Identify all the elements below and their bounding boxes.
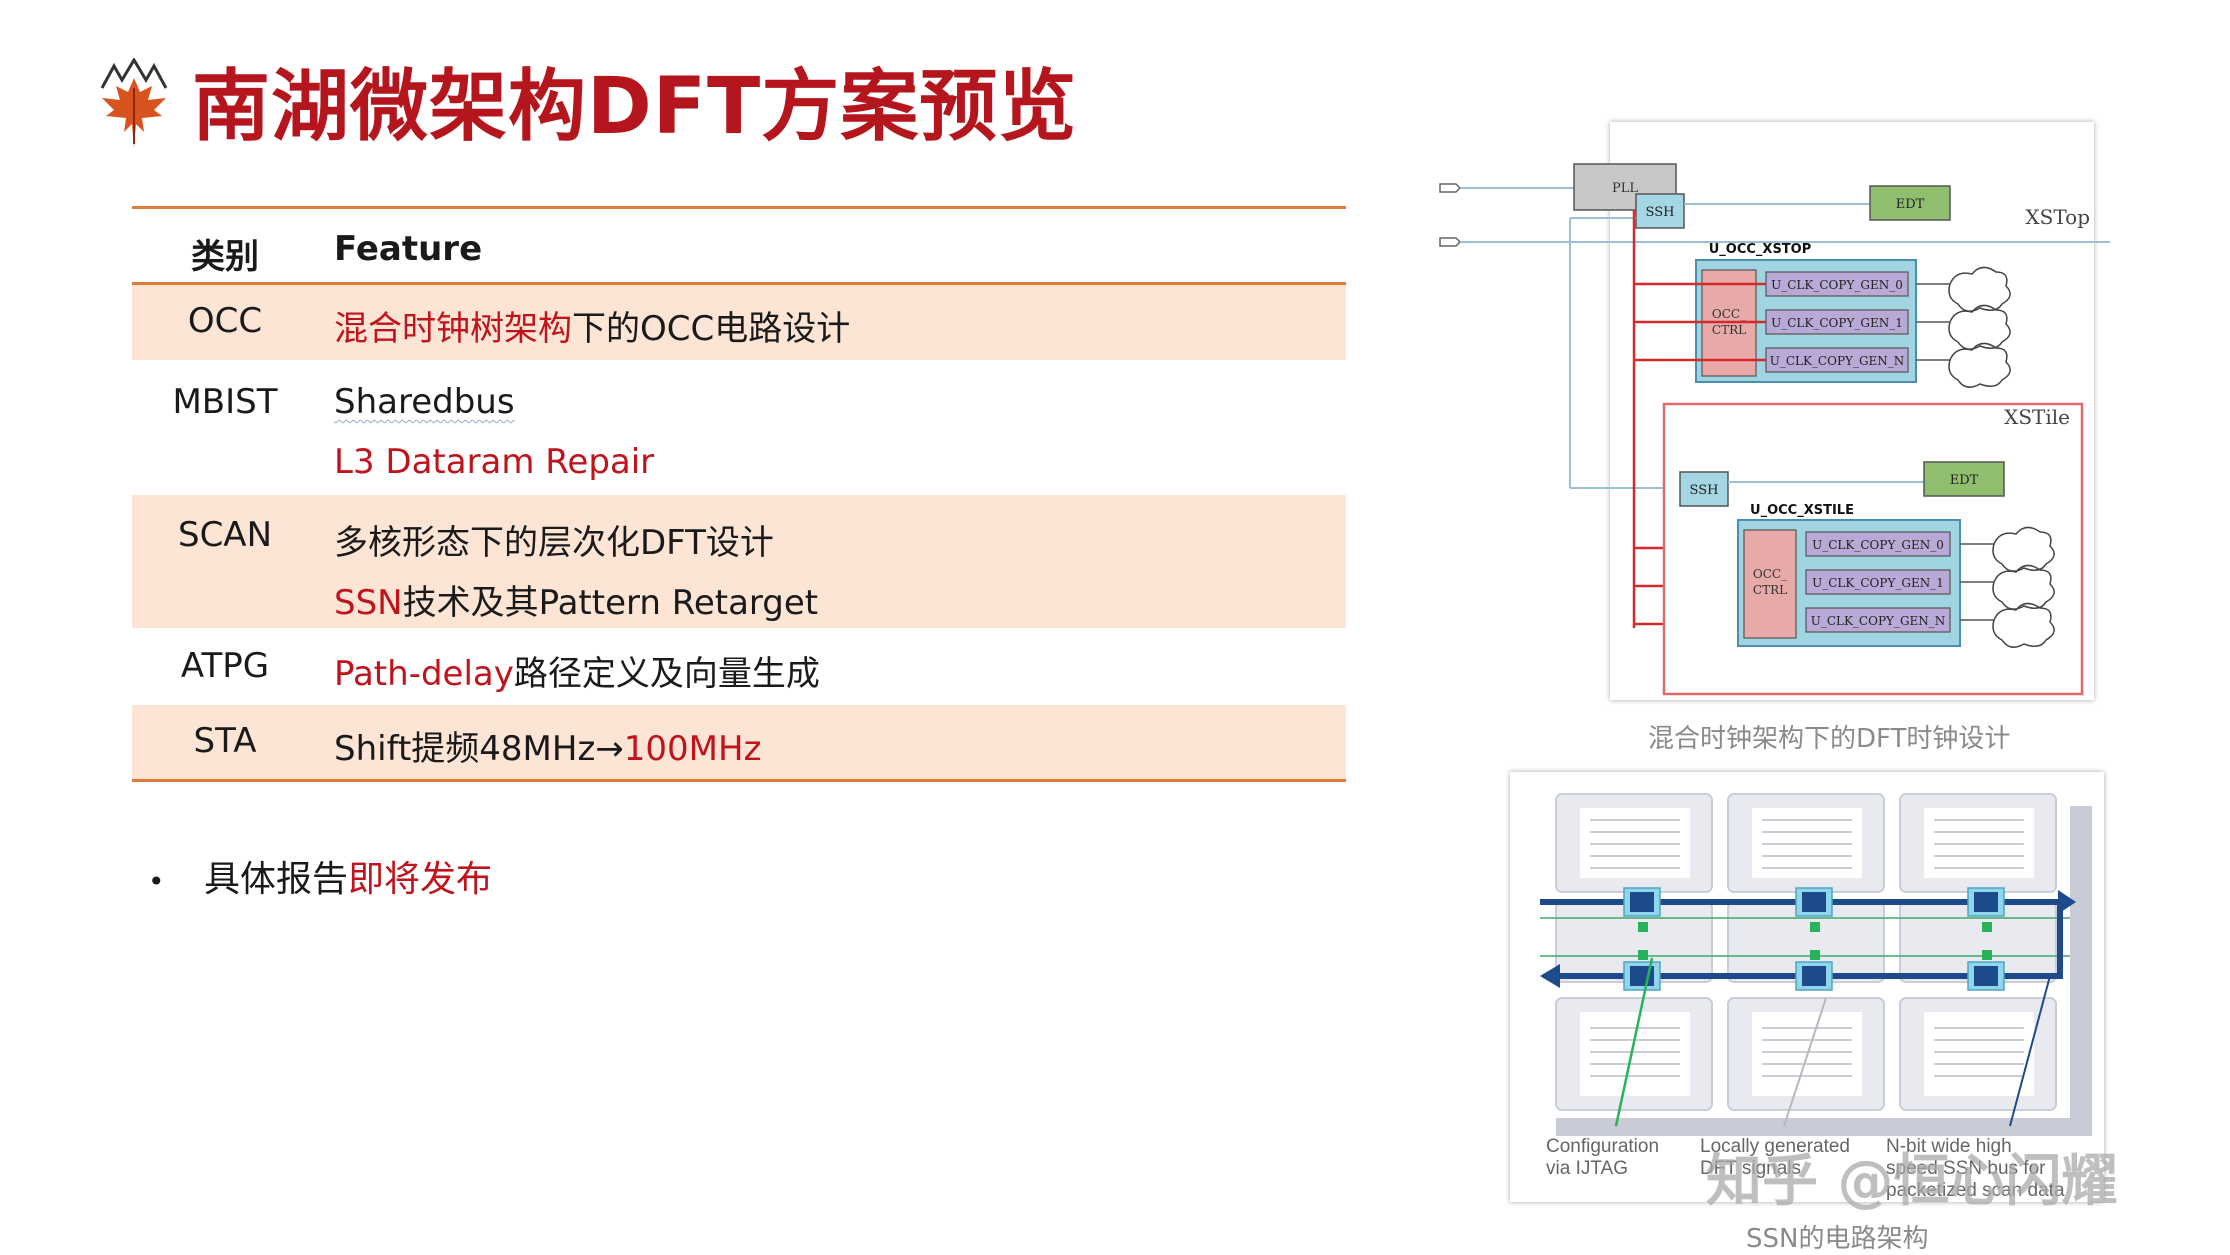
maple-leaf-logo-icon	[100, 58, 168, 148]
xstop-label: XSTop	[2025, 205, 2090, 229]
header-feature: Feature	[334, 229, 483, 269]
nbit-label: speed SSN bus for	[1886, 1158, 2046, 1179]
occ-xstile-label: U_OCC_XSTILE	[1750, 503, 1854, 518]
feature-seg: SSN	[334, 583, 403, 623]
bullet-item: • 具体报告即将发布	[148, 850, 492, 902]
feature-table: 类别 Feature OCC 混合时钟树架构下的OCC电路设计 MBIST Sh…	[132, 206, 1346, 782]
ssh-label-tile: SSH	[1690, 483, 1719, 498]
ssh-label-top: SSH	[1646, 205, 1675, 220]
gen-label: U_CLK_COPY_GEN_1	[1812, 576, 1944, 590]
occ-ctrl-label: OCC_	[1753, 567, 1787, 581]
gen-label: U_CLK_COPY_GEN_N	[1770, 354, 1905, 368]
row-category: MBIST	[172, 382, 278, 422]
row-feature: 多核形态下的层次化DFT设计	[334, 523, 774, 563]
gen-label: U_CLK_COPY_GEN_N	[1811, 614, 1946, 628]
table-top-rule	[132, 206, 1346, 209]
page-title: 南湖微架构DFT方案预览	[192, 62, 1078, 152]
header-category: 类别	[191, 237, 259, 277]
table-row: SCAN 多核形态下的层次化DFT设计 SSN技术及其Pattern Retar…	[132, 495, 1346, 628]
table-header-rule	[132, 282, 1346, 285]
row-category: ATPG	[180, 646, 270, 686]
config-label: via IJTAG	[1546, 1158, 1628, 1179]
gen-label: U_CLK_COPY_GEN_1	[1771, 316, 1903, 330]
feature-seg: 100MHz	[623, 729, 762, 769]
table-row: OCC 混合时钟树架构下的OCC电路设计	[132, 285, 1346, 360]
row-feature: Path-delay路径定义及向量生成	[334, 646, 820, 695]
nbit-label: N-bit wide high	[1886, 1136, 2012, 1157]
watermark: 知乎 @恒心闪耀	[1706, 1149, 2118, 1214]
table-row: STA Shift提频48MHz→100MHz	[132, 705, 1346, 779]
feature-seg: Shift提频48MHz→	[334, 729, 624, 769]
feature-seg: 技术及其Pattern Retarget	[402, 583, 819, 623]
occ-ctrl-label: CTRL	[1712, 323, 1746, 337]
row-category: OCC	[187, 301, 263, 341]
table-header-row: 类别 Feature	[132, 209, 1346, 282]
occ-ctrl-label: CTRL	[1753, 583, 1787, 597]
table-row: ATPG Path-delay路径定义及向量生成	[132, 628, 1346, 705]
clock-architecture-diagram: PLL XSTop SSH EDT U_OCC_XSTOP OCC_ CTRL …	[1439, 163, 2110, 696]
row-feature: L3 Dataram Repair	[334, 442, 655, 482]
figure2-caption: SSN的电路架构	[1746, 1224, 1929, 1254]
feature-seg: 下的OCC电路设计	[572, 309, 851, 349]
occ-ctrl-label: OCC_	[1712, 307, 1746, 321]
gen-label: U_CLK_COPY_GEN_0	[1812, 538, 1944, 552]
feature-seg: 路径定义及向量生成	[513, 654, 820, 694]
occ-xstop-label: U_OCC_XSTOP	[1709, 242, 1812, 257]
bullet-text: 具体报告	[204, 859, 349, 900]
xstile-label: XSTile	[2004, 405, 2070, 429]
nbit-label: packetized scan data	[1886, 1180, 2065, 1201]
row-feature: SSN技术及其Pattern Retarget	[334, 575, 818, 624]
row-feature: 混合时钟树架构下的OCC电路设计	[334, 301, 850, 350]
ssn-architecture-diagram: Configuration via IJTAG Locally generate…	[1540, 790, 2092, 1201]
edt-label-tile: EDT	[1950, 473, 1979, 488]
local-label: DFT signals	[1700, 1158, 1801, 1179]
gen-label: U_CLK_COPY_GEN_0	[1771, 278, 1903, 292]
table-bottom-rule	[132, 779, 1346, 782]
config-label: Configuration	[1546, 1136, 1659, 1157]
row-category: SCAN	[177, 515, 272, 555]
pll-label: PLL	[1612, 181, 1638, 196]
row-feature: Shift提频48MHz→100MHz	[334, 721, 761, 770]
feature-seg: Path-delay	[334, 654, 514, 694]
feature-seg: 混合时钟树架构	[334, 309, 572, 349]
edt-label-top: EDT	[1896, 197, 1925, 212]
feature-seg: Sharedbus	[334, 382, 515, 422]
local-label: Locally generated	[1700, 1136, 1850, 1157]
figure1-caption: 混合时钟架构下的DFT时钟设计	[1648, 724, 2011, 754]
table-row: MBIST Sharedbus L3 Dataram Repair	[132, 360, 1346, 495]
bullet-dot: •	[148, 864, 165, 898]
row-category: STA	[193, 721, 257, 761]
row-feature: Sharedbus	[334, 382, 515, 422]
bullet-text-highlight: 即将发布	[348, 859, 493, 900]
